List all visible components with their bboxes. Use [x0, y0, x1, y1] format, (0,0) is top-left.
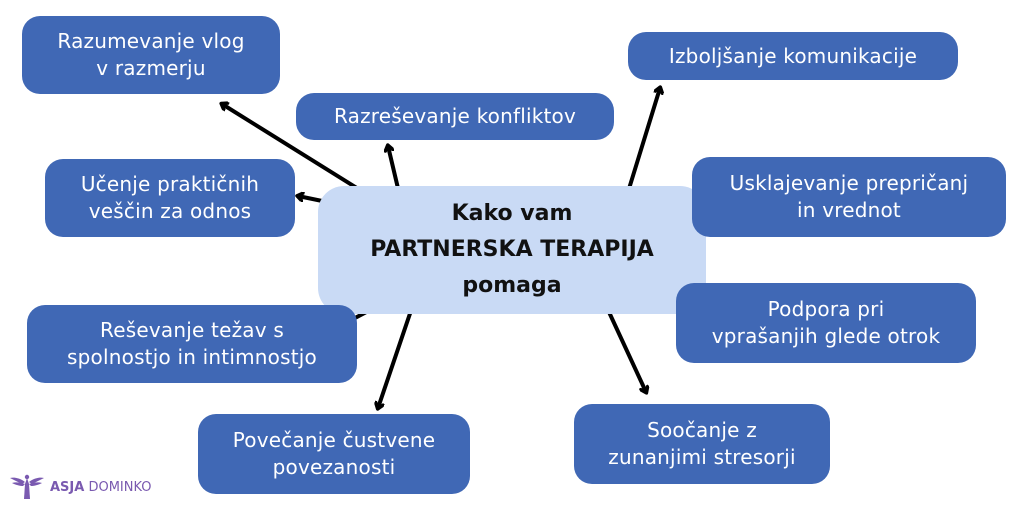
node-text: Podpora pri [767, 297, 885, 321]
node-razresevanje-konfliktov: Razreševanje konfliktov [296, 93, 614, 140]
center-line-2: PARTNERSKA TERAPIJA [370, 237, 654, 262]
node-povecanje-custvene: Povečanje čustvene povezanosti [198, 414, 470, 494]
node-text: zunanjimi stresorji [608, 445, 796, 469]
node-text: Izboljšanje komunikacije [668, 43, 918, 68]
node-soocanje-stresorji: Soočanje z zunanjimi stresorji [574, 404, 830, 484]
node-izboljsanje-komunikacije: Izboljšanje komunikacije [628, 32, 958, 80]
node-razumevanje-vlog: Razumevanje vlog v razmerju [22, 16, 280, 94]
node-text: in vrednot [797, 198, 901, 222]
node-text: Usklajevanje prepričanj [729, 171, 969, 195]
logo-bold-text: ASJA [50, 479, 85, 495]
node-text: Učenje praktičnih [80, 172, 260, 196]
node-usklajevanje-prepricanj: Usklajevanje prepričanj in vrednot [692, 157, 1006, 237]
center-line-1: Kako vam [451, 201, 573, 226]
brand-logo: ASJA DOMINKO [10, 474, 152, 500]
node-text: vprašanjih glede otrok [711, 324, 941, 348]
node-text: v razmerju [96, 56, 206, 80]
node-resevanje-tezav: Reševanje težav s spolnostjo in intimnos… [27, 305, 357, 383]
node-podpora-otrok: Podpora pri vprašanjih glede otrok [676, 283, 976, 363]
node-text: veščin za odnos [88, 199, 252, 223]
central-topic: Kako vam PARTNERSKA TERAPIJA pomaga [318, 186, 706, 314]
center-line-3: pomaga [462, 273, 562, 298]
node-text: povezanosti [272, 455, 396, 479]
node-ucenje-vescin: Učenje praktičnih veščin za odnos [45, 159, 295, 237]
node-text: spolnostjo in intimnostjo [67, 345, 317, 369]
node-text: Razumevanje vlog [57, 29, 245, 53]
node-text: Reševanje težav s [100, 318, 284, 342]
logo-regular-text: DOMINKO [88, 479, 152, 495]
angel-wings-icon [10, 474, 44, 499]
node-text: Soočanje z [647, 418, 757, 442]
node-text: Razreševanje konfliktov [333, 104, 577, 128]
node-text: Povečanje čustvene [232, 428, 436, 452]
